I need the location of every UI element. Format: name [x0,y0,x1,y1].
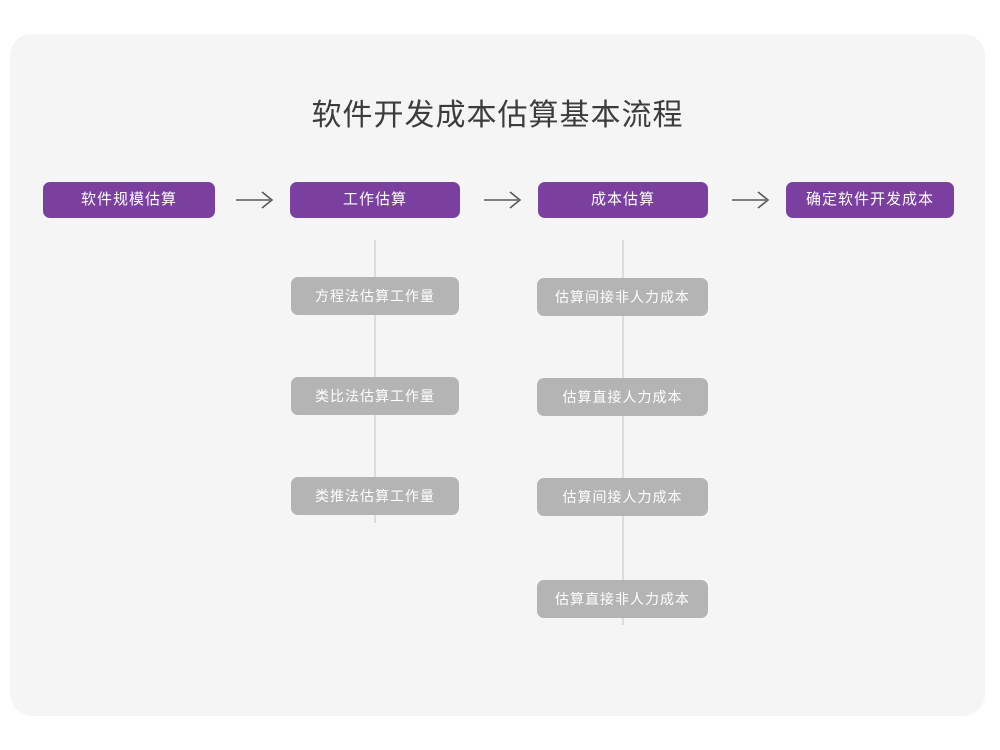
right-arrow-icon-1 [234,187,278,213]
flow-substep-stage-3-1[interactable]: 估算间接非人力成本 [537,278,708,316]
flow-substep-stage-3-4[interactable]: 估算直接非人力成本 [537,580,708,618]
flow-substep-stage-2-3[interactable]: 类推法估算工作量 [291,477,459,515]
page-title: 软件开发成本估算基本流程 [311,99,684,132]
flow-node-stage-4[interactable]: 确定软件开发成本 [786,182,954,218]
right-arrow-icon-2 [482,187,526,213]
flow-substep-stage-3-2[interactable]: 估算直接人力成本 [537,378,708,416]
flow-substep-stage-2-1[interactable]: 方程法估算工作量 [291,277,459,315]
flow-node-stage-1[interactable]: 软件规模估算 [43,182,215,218]
connector-line-stage-3 [622,240,624,625]
right-arrow-icon-3 [730,187,774,213]
flow-substep-stage-2-2[interactable]: 类比法估算工作量 [291,377,459,415]
flowchart: 软件规模估算 工作估算 成本估算 确定软件开发成本 方程法估算工作量 类比法估算… [10,34,985,716]
flow-substep-stage-3-3[interactable]: 估算间接人力成本 [537,478,708,516]
flow-node-stage-3[interactable]: 成本估算 [538,182,708,218]
diagram-card: 软件开发成本估算基本流程 软件规模估算 工作估算 成本估算 [10,34,985,716]
flow-node-stage-2[interactable]: 工作估算 [290,182,460,218]
